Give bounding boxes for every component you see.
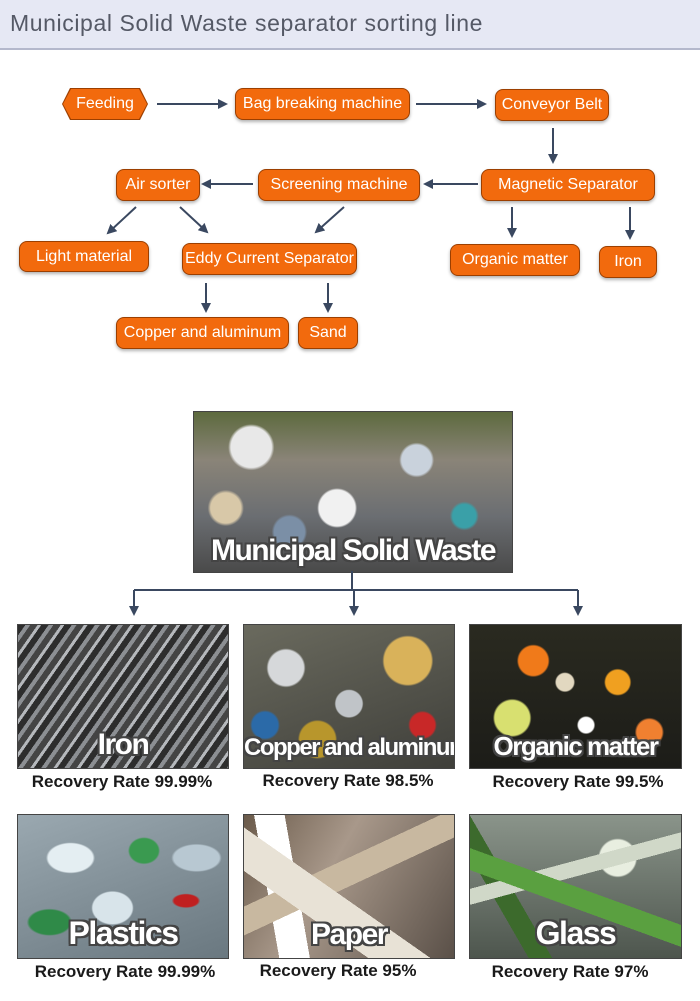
photo-copper-aluminum: Copper and aluminum (243, 624, 455, 769)
rate-copper-aluminum: Recovery Rate 98.5% (262, 771, 434, 790)
flow-arrows (106, 99, 635, 313)
node-conveyor-belt: Conveyor Belt (495, 89, 609, 121)
node-sand: Sand (298, 317, 358, 349)
photo-label-paper: Paper (311, 918, 388, 951)
node-screening-machine: Screening machine (258, 169, 420, 201)
arrow-screening-to-eddy (314, 206, 345, 234)
node-feeding-label: Feeding (76, 95, 134, 112)
photo-glass: Glass (469, 814, 682, 959)
rate-plastics: Recovery Rate 99.99% (34, 962, 216, 981)
photo-label-glass: Glass (535, 915, 617, 951)
photo-paper: Paper (243, 814, 455, 959)
photo-label-plastics: Plastics (68, 915, 179, 951)
photo-label-copper-aluminum: Copper and aluminum (244, 734, 455, 761)
node-air-sorter: Air sorter (116, 169, 200, 201)
node-bag-breaking: Bag breaking machine (235, 88, 410, 120)
page-header: Municipal Solid Waste separator sorting … (0, 0, 700, 50)
node-magnetic-separator: Magnetic Separator (481, 169, 655, 201)
node-organic-matter: Organic matter (450, 244, 580, 276)
rate-paper: Recovery Rate 95% (259, 961, 417, 980)
arrow-air-to-light (106, 206, 137, 235)
node-light-material: Light material (19, 241, 149, 272)
photo-municipal-solid-waste: Municipal Solid Waste (193, 411, 513, 573)
node-iron: Iron (599, 246, 657, 278)
rate-iron: Recovery Rate 99.99% (31, 772, 213, 791)
photo-iron: Iron (17, 624, 229, 769)
photo-organic-matter: Organic matter (469, 624, 682, 769)
page-title: Municipal Solid Waste separator sorting … (10, 10, 483, 36)
arrow-air-to-eddy (179, 206, 209, 234)
photo-label-municipal-solid-waste: Municipal Solid Waste (210, 534, 497, 567)
node-copper-aluminum: Copper and aluminum (116, 317, 289, 349)
node-eddy-current: Eddy Current Separator (182, 243, 357, 275)
node-feeding: Feeding (62, 88, 148, 120)
photo-label-iron: Iron (97, 728, 150, 761)
rate-organic-matter: Recovery Rate 99.5% (492, 772, 664, 791)
photo-plastics: Plastics (17, 814, 229, 959)
photo-label-organic-matter: Organic matter (493, 731, 659, 761)
rate-glass: Recovery Rate 97% (491, 962, 649, 981)
